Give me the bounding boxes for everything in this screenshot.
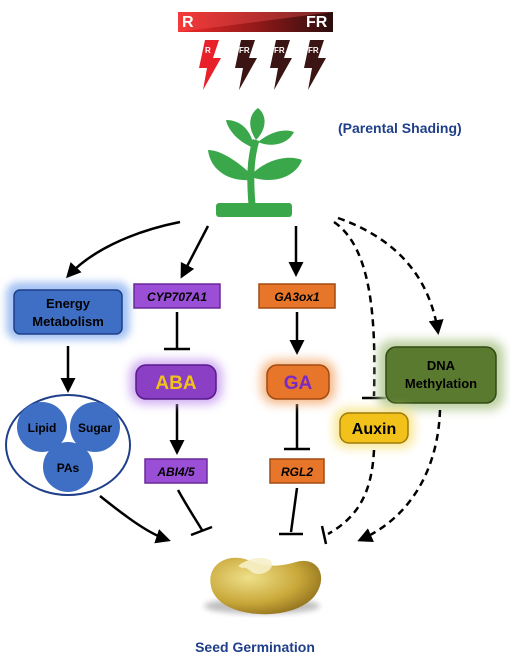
- abi-inhibits: [176, 489, 204, 531]
- energy-metabolism-node: Energy Metabolism: [6, 282, 130, 340]
- pas-label: PAs: [57, 461, 80, 475]
- signal-arrows: [65, 216, 444, 400]
- condition-label: (Parental Shading): [338, 120, 462, 136]
- pas-circle: [43, 442, 93, 492]
- arrow-to-auxin: [333, 220, 376, 397]
- pathway-connectors: [60, 312, 310, 455]
- dna-methylation-node: DNA Methylation: [378, 340, 504, 410]
- lipid-circle: [17, 402, 67, 452]
- dna-label-line1: DNA: [427, 358, 456, 373]
- outcome-label: Seed Germination: [195, 639, 315, 655]
- ratio-label-fr: FR: [306, 14, 328, 31]
- abi-inhibit-bar: [190, 525, 213, 537]
- bolt-fr: FR: [235, 40, 257, 90]
- bolt-label: R: [205, 46, 211, 55]
- plant-icon: [208, 108, 302, 217]
- bolt-r: R: [199, 40, 221, 90]
- cyp707a1-node: CYP707A1: [133, 283, 221, 309]
- nutrients-cluster: Lipid Sugar PAs: [5, 394, 131, 496]
- nutrients-promote: [99, 495, 171, 544]
- lipid-label: Lipid: [28, 421, 57, 435]
- arrow-to-energy: [65, 220, 181, 279]
- bolt-label: FR: [308, 46, 319, 55]
- aba-node: ABA: [130, 360, 222, 404]
- auxin-inhibit-bar: [320, 525, 328, 545]
- auxin-inhibits: [327, 449, 376, 536]
- rgl2-node: RGL2: [269, 458, 325, 484]
- sugar-circle: [70, 402, 120, 452]
- auxin-node: Auxin: [334, 408, 414, 448]
- energy-label-line1: Energy: [46, 296, 91, 311]
- bolt-label: FR: [274, 46, 285, 55]
- seed-icon: [204, 557, 322, 615]
- bolt-fr: FR: [270, 40, 292, 90]
- bolt-fr: FR: [304, 40, 326, 90]
- cyp-label: CYP707A1: [147, 290, 207, 304]
- arrow-to-dna: [337, 216, 444, 335]
- abi45-node: ABI4/5: [144, 458, 208, 484]
- ga-label: GA: [284, 373, 313, 394]
- ga3ox-label: GA3ox1: [274, 290, 320, 304]
- rgl-inhibits: [289, 487, 299, 533]
- dna-label-line2: Methylation: [405, 376, 477, 391]
- ga-node: GA: [261, 360, 335, 404]
- ga3ox1-node: GA3ox1: [258, 283, 336, 309]
- energy-label-line2: Metabolism: [32, 314, 104, 329]
- sugar-label: Sugar: [78, 421, 112, 435]
- light-ratio-bar: R FR: [178, 12, 333, 32]
- abi-label: ABI4/5: [156, 465, 195, 479]
- ratio-label-r: R: [182, 14, 194, 31]
- auxin-label: Auxin: [352, 421, 396, 438]
- light-bolts: R FR FR FR: [199, 40, 326, 90]
- arrow-to-cyp: [180, 225, 210, 279]
- aba-label: ABA: [155, 373, 196, 394]
- rgl-label: RGL2: [281, 465, 313, 479]
- bolt-label: FR: [239, 46, 250, 55]
- germination-effects: [99, 409, 442, 545]
